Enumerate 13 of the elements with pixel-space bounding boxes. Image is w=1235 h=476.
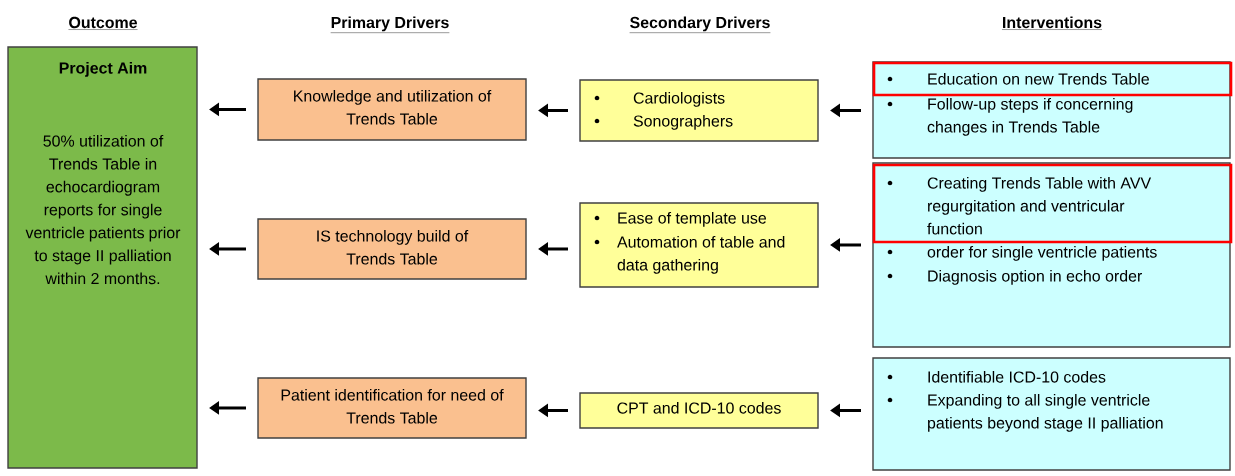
driver-box: Patient identification for need of Trends Table [257, 377, 527, 439]
driver-box: Ease of template use Automation of table and data gathering [579, 202, 819, 288]
column-heading: Primary Drivers [330, 16, 450, 33]
column-heading: Outcome [68, 16, 138, 30]
driver-box: Cardiologists Sonographers [579, 79, 819, 142]
driver-box: Knowledge and utilization of Trends Table [257, 78, 527, 141]
intervention-box: Identifiable ICD-10 codes Expanding to all single ventricle patients beyond stage II palliation [872, 357, 1231, 471]
driver-box: CPT and ICD-10 codes [579, 392, 819, 429]
highlight-box: Education on new Trends Table [872, 61, 1233, 97]
driver-box: IS technology build of Trends Table [257, 218, 527, 280]
column-heading: Secondary Drivers [629, 16, 771, 33]
aim-box: Project Aim 50% utilization of Trends Table in echocardiogram reports for single ventricle patients prior to stage II palliation within 2 months. [7, 46, 198, 469]
column-heading: Interventions [1001, 16, 1103, 30]
